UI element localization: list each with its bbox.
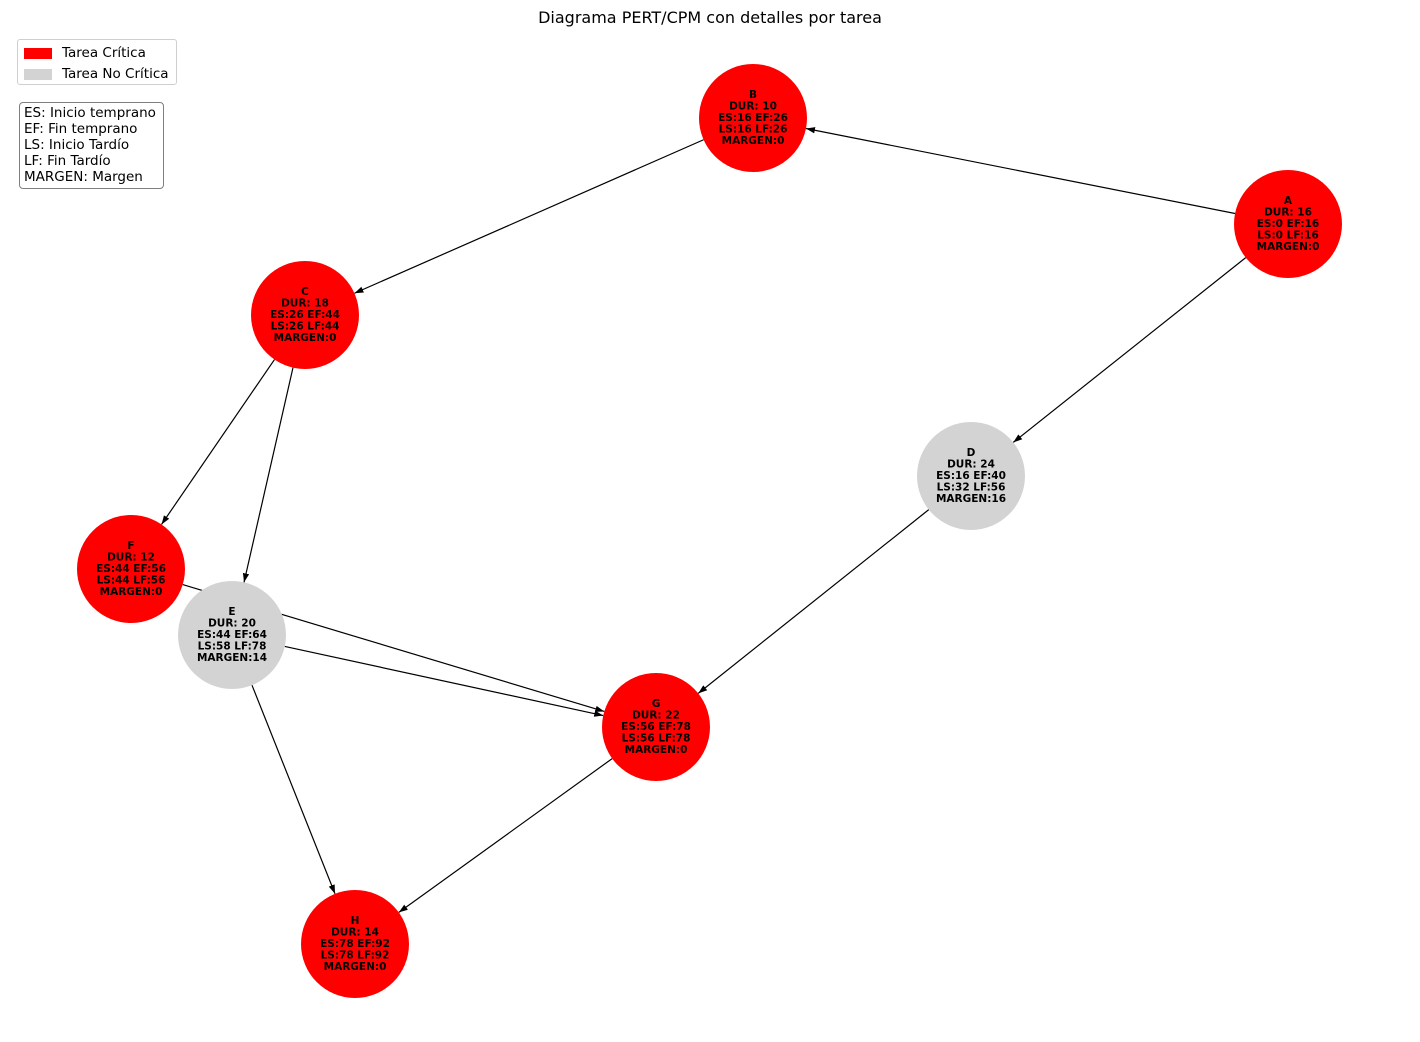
node-b-label-line: LS:16 LF:26 [719,124,788,136]
node-c-label-line: ES:26 EF:44 [270,309,340,321]
node-h-label-line: ES:78 EF:92 [320,938,390,950]
node-d-label-line: DUR: 24 [947,458,995,470]
edge-e-h [251,684,336,895]
edge-e-g [284,645,604,717]
node-d-label-line: D [967,447,976,459]
node-circle-b [699,64,807,172]
node-circle-f [77,515,185,623]
edge-a-b [805,127,1236,215]
node-g-label-line: MARGEN:0 [625,744,688,756]
node-b-label-line: DUR: 10 [729,100,777,112]
legend: Tarea Crítica Tarea No Crítica [17,39,177,85]
node-f-label-line: DUR: 12 [107,551,155,563]
node-h-label-line: MARGEN:0 [324,961,387,973]
edge-a-d [1012,257,1247,443]
abbrev-lf: LF: Fin Tardío [24,153,111,169]
node-b-label-line: MARGEN:0 [722,135,785,147]
node-f-label-line: ES:44 EF:56 [96,563,166,575]
abbrev-ls: LS: Inicio Tardío [24,137,130,153]
diagram-title: Diagrama PERT/CPM con detalles por tarea [538,8,882,27]
node-h-label-line: H [351,915,360,927]
node-a-label-line: ES:0 EF:16 [1257,218,1319,230]
node-e-label-line: LS:58 LF:78 [198,641,267,653]
node-c-label-line: LS:26 LF:44 [271,321,340,333]
node-circle-c [251,261,359,369]
node-h-label-line: LS:78 LF:92 [321,950,390,962]
edge-g-h [398,758,613,913]
abbrev-ef: EF: Fin temprano [24,121,138,137]
edge-b-c [354,139,704,294]
node-f-label-line: F [127,540,134,552]
node-f-label-line: LS:44 LF:56 [97,575,166,587]
node-g-label-line: DUR: 22 [632,709,680,721]
node-a-label-line: DUR: 16 [1264,206,1312,218]
legend-item-noncritical: Tarea No Crítica [24,66,169,82]
node-e-label-line: E [228,606,235,618]
node-c-label-line: DUR: 18 [281,297,329,309]
node-g-label-line: LS:56 LF:78 [622,733,691,745]
node-g-label-line: ES:56 EF:78 [621,721,691,733]
legend-swatch-noncritical [24,68,52,80]
edge-c-f [161,359,275,525]
node-circle-d [917,422,1025,530]
node-h-label-line: DUR: 14 [331,926,379,938]
abbrev-es: ES: Inicio temprano [24,105,156,121]
edge-d-g [697,509,930,694]
node-a-label-line: A [1284,195,1293,207]
node-f-label-line: MARGEN:0 [100,586,163,598]
node-g-label-line: G [652,698,661,710]
node-e-label-line: MARGEN:14 [197,652,267,664]
node-c-label-line: C [301,286,309,298]
node-circle-g [602,673,710,781]
node-d-label-line: MARGEN:16 [936,493,1006,505]
node-d-label-line: ES:16 EF:40 [936,470,1006,482]
legend-swatch-critical [24,47,52,59]
abbreviations-box: ES: Inicio temprano EF: Fin temprano LS:… [19,102,164,189]
node-c-label-line: MARGEN:0 [274,332,337,344]
node-circle-a [1234,170,1342,278]
node-circle-e [178,581,286,689]
legend-label-noncritical: Tarea No Crítica [62,66,169,82]
node-e-label-line: ES:44 EF:64 [197,629,267,641]
node-e-label-line: DUR: 20 [208,617,256,629]
edges-layer [161,127,1247,913]
node-a-label-line: LS:0 LF:16 [1257,230,1319,242]
node-d-label-line: LS:32 LF:56 [937,482,1006,494]
node-circle-h [301,890,409,998]
legend-label-critical: Tarea Crítica [62,45,146,61]
legend-item-critical: Tarea Crítica [24,45,146,61]
node-a-label-line: MARGEN:0 [1257,241,1320,253]
node-b-label-line: ES:16 EF:26 [718,112,788,124]
node-b-label-line: B [749,89,757,101]
abbrev-margen: MARGEN: Margen [24,169,143,185]
edge-c-e [242,367,294,583]
